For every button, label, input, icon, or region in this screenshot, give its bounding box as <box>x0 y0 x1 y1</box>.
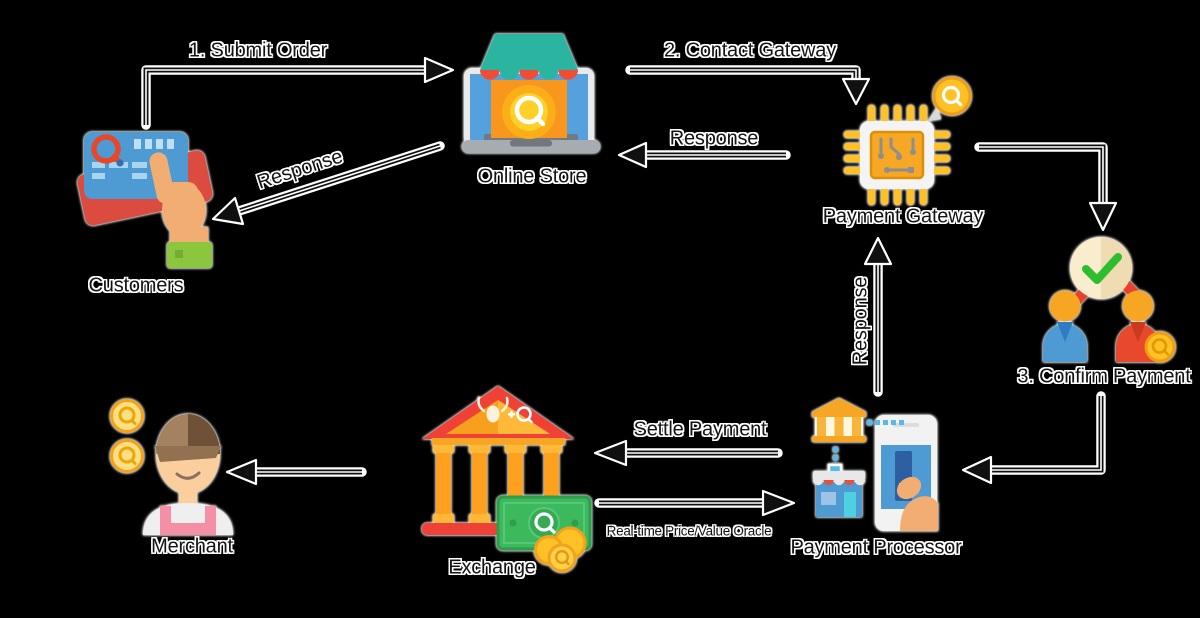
laptop-base <box>462 140 600 153</box>
coins-icon <box>534 526 587 573</box>
edge-label-contact-gateway: 2. Contact Gateway <box>663 39 837 62</box>
bank-icon <box>812 398 866 442</box>
edge-label-submit-order: 1. Submit Order <box>188 39 328 62</box>
arrow-settle-payment <box>593 439 783 467</box>
arrow-gateway-response <box>617 141 791 169</box>
confirm-payment-icon <box>1043 237 1176 363</box>
node-label-payment-gateway: Payment Gateway <box>822 205 984 228</box>
apron <box>160 506 216 535</box>
buyer-person-icon <box>1043 290 1087 362</box>
q-coin-icon <box>1144 331 1176 363</box>
cuff <box>167 242 212 268</box>
node-label-exchange: Exchange <box>448 556 536 579</box>
store-icon <box>813 471 865 517</box>
online-store-icon <box>462 34 600 153</box>
node-label-payment-processor: Payment Processor <box>790 536 962 559</box>
edge-label-settle-payment: Settle Payment <box>633 418 767 441</box>
node-label-merchant: Merchant <box>151 535 233 558</box>
arrow-confirm-to-processor <box>961 391 1106 485</box>
arrow-store-response <box>211 141 445 226</box>
q-logo-icon <box>502 85 556 139</box>
merchant-icon <box>110 399 233 535</box>
q-logo-icon <box>91 134 124 167</box>
exchange-icon <box>422 386 592 573</box>
arrow-processor-response <box>863 236 893 397</box>
arrow-submit-order <box>141 56 455 130</box>
bull-q-logo-icon <box>477 396 533 424</box>
hand-icon <box>149 152 208 249</box>
node-label-customers: Customers <box>88 274 184 297</box>
arrow-exchange-to-merchant <box>225 458 367 486</box>
q-coin-icon <box>932 76 972 116</box>
q-coins-icon <box>110 399 144 473</box>
edge-label-gateway-response: Response <box>669 127 759 150</box>
node-label-online-store: Online Store <box>477 165 587 188</box>
edge-label-processor-response: Response <box>849 276 872 366</box>
check-badge-icon <box>1070 237 1132 299</box>
merchant-person-icon <box>143 414 233 535</box>
arrow-gateway-to-confirm <box>974 142 1118 232</box>
storefront-awning-icon <box>480 34 578 80</box>
payment-gateway-icon <box>844 76 972 205</box>
edge-label-price-oracle: Real-time Price/Value Oracle <box>606 523 772 539</box>
arrow-price-oracle <box>594 489 796 517</box>
customers-icon <box>77 132 213 268</box>
payment-processor-icon <box>812 398 938 531</box>
node-label-confirm-payment: 3. Confirm Payment <box>1017 365 1191 388</box>
arrow-contact-gateway <box>625 65 871 106</box>
chip-icon <box>844 105 950 205</box>
hand-icon <box>896 476 938 531</box>
